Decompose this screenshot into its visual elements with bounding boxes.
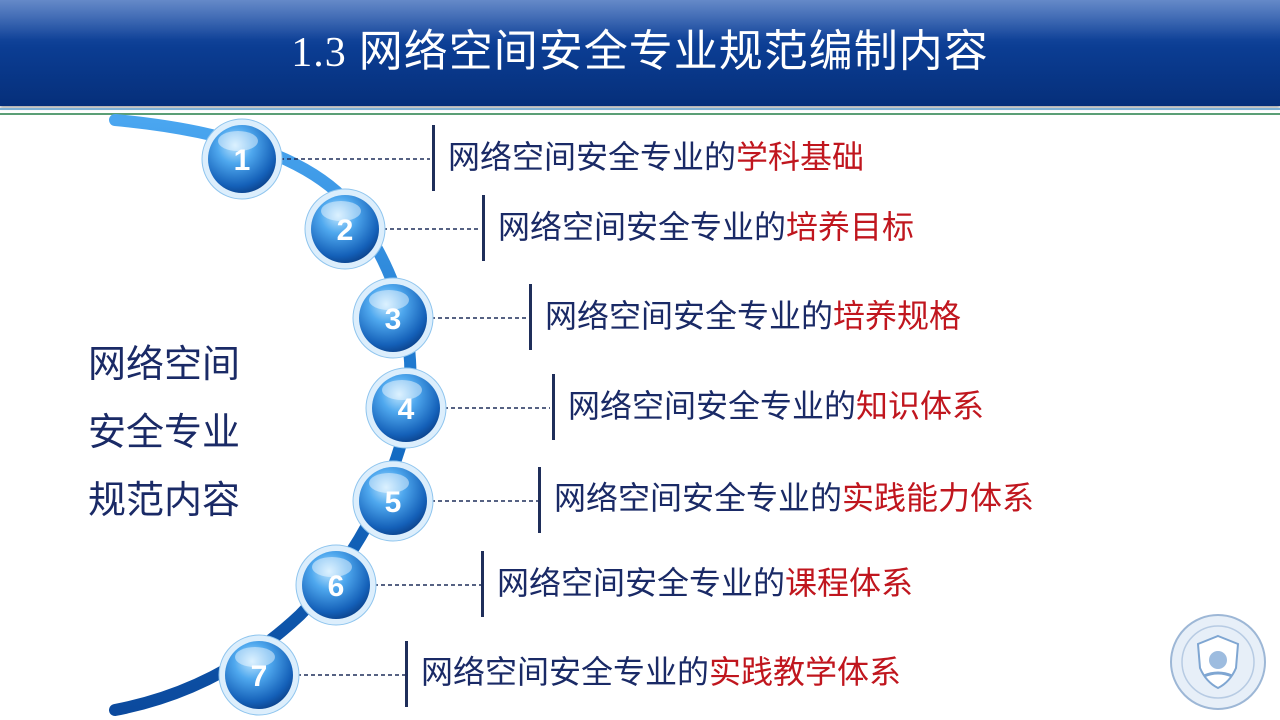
item-text-5: 网络空间安全专业的实践能力体系: [554, 478, 1034, 518]
side-label-line-3: 规范内容: [88, 478, 241, 522]
item-highlight: 学科基础: [736, 138, 865, 176]
item-highlight: 培养规格: [833, 297, 962, 335]
title-text: 网络空间安全专业规范编制内容: [358, 26, 989, 77]
item-divider-3: [529, 284, 532, 350]
item-highlight: 课程体系: [785, 564, 914, 602]
item-divider-4: [552, 374, 555, 440]
item-highlight: 知识体系: [856, 387, 985, 425]
item-divider-1: [432, 125, 435, 191]
item-prefix: 网络空间安全专业的: [497, 564, 786, 602]
side-label-line-2: 安全专业: [88, 410, 241, 454]
step-badge-7: 7: [218, 634, 300, 716]
step-number-1: 1: [234, 144, 251, 177]
item-prefix: 网络空间安全专业的: [421, 653, 710, 691]
side-label-line-1: 网络空间: [88, 342, 241, 386]
item-divider-6: [481, 551, 484, 617]
item-divider-2: [482, 195, 485, 261]
item-text-6: 网络空间安全专业的课程体系: [497, 563, 913, 603]
item-text-1: 网络空间安全专业的学科基础: [448, 137, 864, 177]
step-badge-6: 6: [295, 544, 377, 626]
item-prefix: 网络空间安全专业的: [568, 387, 857, 425]
item-prefix: 网络空间安全专业的: [498, 208, 787, 246]
item-prefix: 网络空间安全专业的: [554, 479, 843, 517]
step-number-5: 5: [385, 486, 402, 519]
item-text-3: 网络空间安全专业的培养规格: [545, 296, 961, 336]
step-badge-2: 2: [304, 188, 386, 270]
step-number-3: 3: [385, 303, 402, 336]
item-divider-5: [538, 467, 541, 533]
step-badge-3: 3: [352, 277, 434, 359]
item-highlight: 培养目标: [786, 208, 915, 246]
item-text-7: 网络空间安全专业的实践教学体系: [421, 652, 901, 692]
step-badge-1: 1: [201, 118, 283, 200]
item-prefix: 网络空间安全专业的: [448, 138, 737, 176]
header-gloss: [0, 0, 1280, 40]
cyber-security-talent-seal-icon: [1170, 614, 1266, 710]
step-number-7: 7: [251, 660, 268, 693]
header-rule-blue: [0, 108, 1280, 110]
item-text-4: 网络空间安全专业的知识体系: [568, 386, 984, 426]
step-badge-4: 4: [365, 367, 447, 449]
step-number-4: 4: [398, 393, 415, 426]
section-number: 1.3: [291, 30, 347, 76]
step-number-2: 2: [337, 214, 354, 247]
item-highlight: 实践能力体系: [842, 479, 1035, 517]
item-prefix: 网络空间安全专业的: [545, 297, 834, 335]
item-text-2: 网络空间安全专业的培养目标: [498, 207, 914, 247]
step-number-6: 6: [328, 570, 345, 603]
step-badge-5: 5: [352, 460, 434, 542]
side-label: 网络空间 安全专业 规范内容: [88, 330, 278, 534]
item-highlight: 实践教学体系: [709, 653, 902, 691]
header-rule-green: [0, 113, 1280, 115]
item-divider-7: [405, 641, 408, 707]
